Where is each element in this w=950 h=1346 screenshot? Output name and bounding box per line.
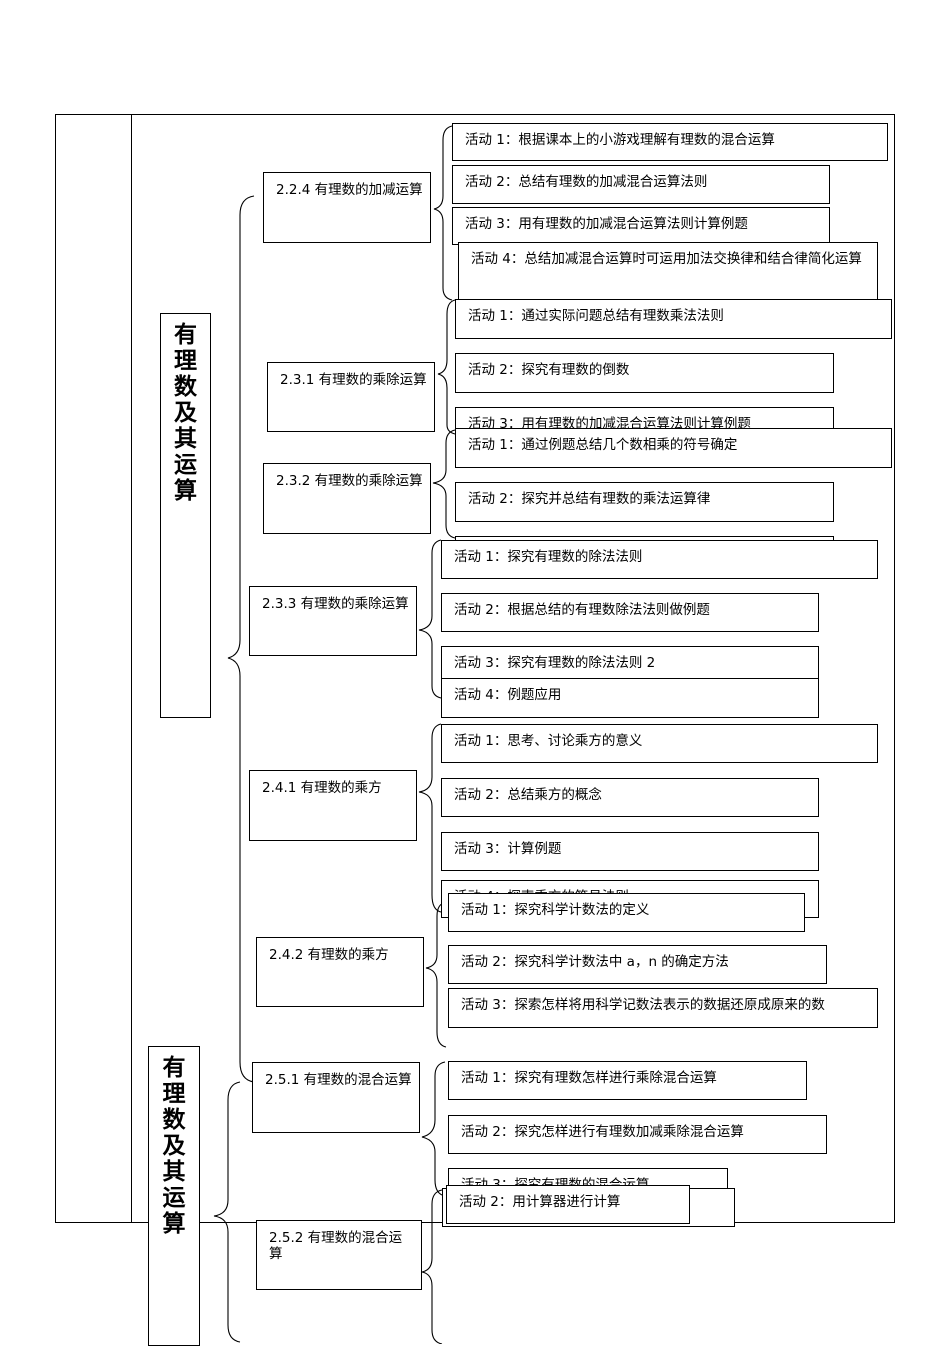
activity-text: 活动 2：探究科学计数法中 a，n 的确定方法	[461, 954, 729, 970]
activity-box: 活动 2：用计算器进行计算	[446, 1185, 690, 1224]
chapter-title-1: 有理数及其运算	[160, 313, 211, 718]
chapter-title-text: 有理数及其运算	[162, 1055, 186, 1237]
activity-box: 活动 4：总结加减混合运算时可运用加法交换律和结合律简化运算	[458, 242, 878, 300]
chapter-title-text: 有理数及其运算	[174, 322, 197, 504]
activity-text: 活动 2：探究并总结有理数的乘法运算律	[468, 491, 711, 507]
topic-2-3-2: 2.3.2 有理数的乘除运算	[263, 463, 431, 534]
activity-text: 活动 1：根据课本上的小游戏理解有理数的混合运算	[465, 132, 775, 148]
topic-label: 2.5.1 有理数的混合运算	[265, 1072, 412, 1088]
activity-text: 活动 4：总结加减混合运算时可运用加法交换律和结合律简化运算	[471, 251, 862, 267]
activity-text: 活动 1：通过实际问题总结有理数乘法法则	[468, 308, 724, 324]
activity-text: 活动 1：探究有理数的除法法则	[454, 549, 643, 565]
activity-box: 活动 2：探究并总结有理数的乘法运算律	[455, 482, 834, 522]
activity-box: 活动 2：总结乘方的概念	[441, 778, 819, 817]
topic-2-3-1: 2.3.1 有理数的乘除运算	[267, 362, 435, 432]
activity-text: 活动 2：根据总结的有理数除法法则做例题	[454, 602, 710, 618]
activity-text: 活动 3：计算例题	[454, 841, 562, 857]
activity-text: 活动 2：用计算器进行计算	[459, 1194, 621, 1210]
activity-text: 活动 4：例题应用	[454, 687, 562, 703]
topic-label: 2.3.2 有理数的乘除运算	[276, 473, 423, 489]
topic-label: 2.4.1 有理数的乘方	[262, 780, 382, 796]
activity-text: 活动 1：思考、讨论乘方的意义	[454, 733, 643, 749]
activity-box: 活动 2：探究怎样进行有理数加减乘除混合运算	[448, 1115, 827, 1154]
topic-2-4-2: 2.4.2 有理数的乘方	[256, 937, 424, 1007]
activity-text: 活动 3：探索怎样将用科学记数法表示的数据还原成原来的数	[461, 997, 825, 1013]
activity-box: 活动 3：探索怎样将用科学记数法表示的数据还原成原来的数	[448, 988, 878, 1028]
activity-box: 活动 1：探究有理数的除法法则	[441, 540, 878, 579]
activity-text: 活动 3：探究有理数的除法法则 2	[454, 655, 656, 671]
activity-text: 活动 3：用有理数的加减混合运算法则计算例题	[465, 216, 748, 232]
topic-2-3-3: 2.3.3 有理数的乘除运算	[249, 586, 417, 656]
activity-box: 活动 4：例题应用	[441, 678, 819, 718]
activity-text: 活动 1：探究有理数怎样进行乘除混合运算	[461, 1070, 717, 1086]
topic-2-2-4: 2.2.4 有理数的加减运算	[263, 172, 431, 243]
activity-text: 活动 2：总结有理数的加减混合运算法则	[465, 174, 708, 190]
activity-box: 活动 1：通过例题总结几个数相乘的符号确定	[455, 428, 892, 468]
topic-label: 2.4.2 有理数的乘方	[269, 947, 389, 963]
activity-text: 活动 2：探究有理数的倒数	[468, 362, 630, 378]
activity-box: 活动 1：思考、讨论乘方的意义	[441, 724, 878, 763]
activity-box: 活动 3：用有理数的加减混合运算法则计算例题	[452, 207, 830, 245]
activity-box: 活动 1：根据课本上的小游戏理解有理数的混合运算	[452, 123, 888, 161]
activity-box: 活动 1：通过实际问题总结有理数乘法法则	[455, 299, 892, 339]
activity-text: 活动 1：通过例题总结几个数相乘的符号确定	[468, 437, 738, 453]
topic-2-5-1: 2.5.1 有理数的混合运算	[252, 1062, 420, 1133]
topic-label: 2.2.4 有理数的加减运算	[276, 182, 423, 198]
column-divider	[131, 114, 132, 1223]
topic-label: 2.3.3 有理数的乘除运算	[262, 596, 409, 612]
activity-box: 活动 2：探究有理数的倒数	[455, 353, 834, 393]
activity-box: 活动 1：探究科学计数法的定义	[448, 893, 805, 932]
activity-box: 活动 2：探究科学计数法中 a，n 的确定方法	[448, 945, 827, 984]
activity-text: 活动 2：总结乘方的概念	[454, 787, 602, 803]
topic-2-5-2: 2.5.2 有理数的混合运算	[256, 1220, 422, 1290]
topic-label: 2.5.2 有理数的混合运算	[269, 1230, 403, 1262]
activity-box: 活动 2：总结有理数的加减混合运算法则	[452, 165, 830, 204]
topic-2-4-1: 2.4.1 有理数的乘方	[249, 770, 417, 841]
activity-box: 活动 1：探究有理数怎样进行乘除混合运算	[448, 1061, 807, 1100]
activity-box: 活动 3：计算例题	[441, 832, 819, 871]
topic-label: 2.3.1 有理数的乘除运算	[280, 372, 427, 388]
activity-text: 活动 1：探究科学计数法的定义	[461, 902, 650, 918]
chapter-title-2: 有理数及其运算	[148, 1046, 200, 1346]
activity-box: 活动 2：根据总结的有理数除法法则做例题	[441, 593, 819, 632]
activity-text: 活动 2：探究怎样进行有理数加减乘除混合运算	[461, 1124, 744, 1140]
main-brace-1	[227, 195, 255, 1083]
